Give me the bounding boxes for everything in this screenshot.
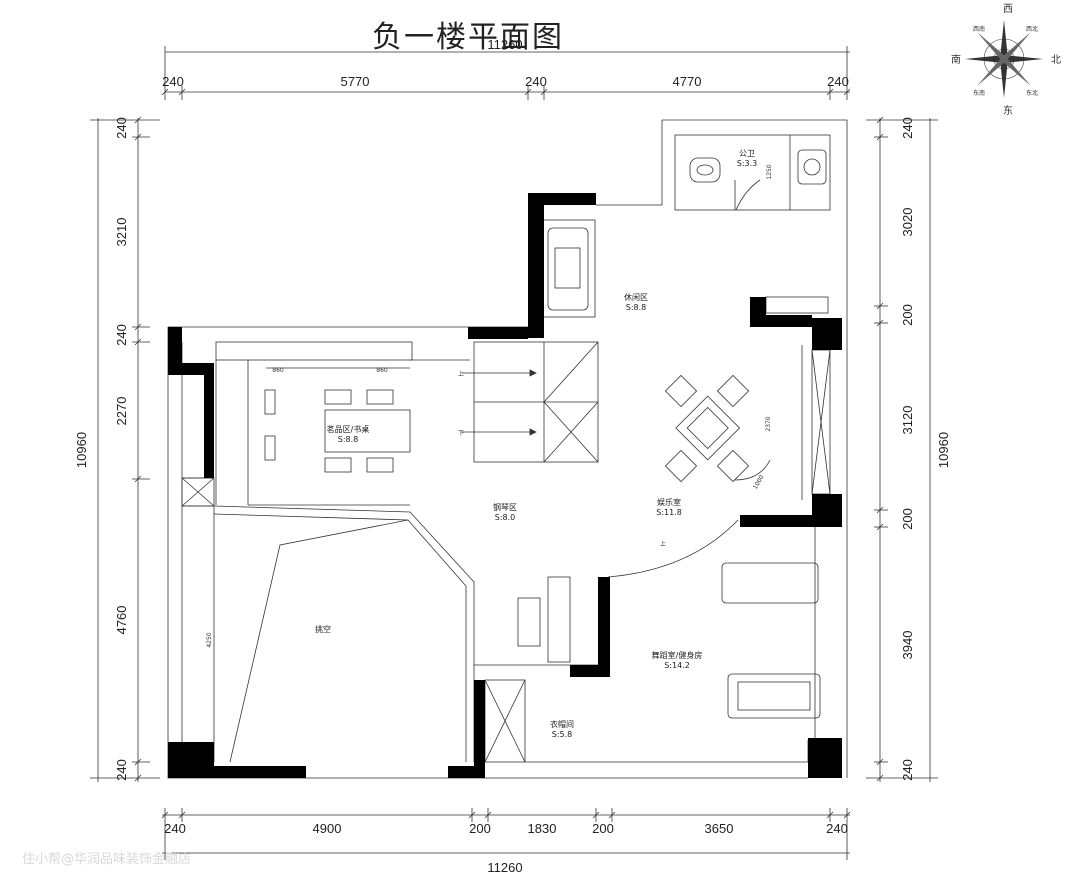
right-dimension-lines — [866, 116, 938, 782]
compass-ne: 东北 — [1026, 89, 1038, 97]
top-dim-2: 5770 — [341, 74, 370, 89]
right-dim-7: 240 — [900, 759, 915, 781]
right-dim-4: 3120 — [900, 406, 915, 435]
storage-height-dim: 4250 — [206, 632, 213, 647]
shelf-dim-2: 860 — [376, 367, 388, 374]
bottom-dim-6: 3650 — [705, 821, 734, 836]
bottom-dim-1: 240 — [164, 821, 186, 836]
right-dim-3: 200 — [900, 304, 915, 326]
compass-s: 南 — [951, 53, 961, 66]
left-dim-4: 2270 — [114, 397, 129, 426]
compass-nw: 西北 — [1026, 25, 1038, 33]
lounge-area: S:8.8 — [626, 303, 647, 312]
storage-name: 挑空 — [315, 624, 331, 634]
ent-height-dim: 2370 — [765, 416, 772, 431]
bath-door-dim: 1250 — [766, 164, 773, 179]
bottom-dim-5: 200 — [592, 821, 614, 836]
top-dim-5: 240 — [827, 74, 849, 89]
stair-arrows — [462, 369, 537, 436]
tea-furniture — [264, 367, 411, 473]
compass-n: 北 — [1051, 54, 1061, 66]
top-dimension-lines — [161, 46, 851, 100]
compass-w: 西 — [1003, 4, 1013, 15]
mahjong-table — [664, 374, 771, 483]
left-dim-2: 3210 — [114, 218, 129, 247]
stair-up-label: 上 — [458, 370, 464, 378]
dance-area: S:14.2 — [664, 661, 690, 670]
bottom-dimension-lines — [161, 808, 851, 860]
compass-sw: 西南 — [973, 25, 985, 33]
watermark: 住小帮@华润品味装饰金融店 — [22, 852, 192, 867]
top-dim-4: 4770 — [673, 74, 702, 89]
solid-walls — [168, 193, 842, 778]
compass-se: 东南 — [973, 89, 985, 97]
compass-rose-icon — [965, 20, 1043, 98]
entertainment-area: S:11.8 — [656, 508, 682, 517]
plan-title: 负一楼平面图 — [372, 20, 564, 55]
left-dim-5: 4760 — [114, 606, 129, 635]
bottom-total-dim: 11260 — [487, 860, 522, 875]
compass-e: 东 — [1003, 104, 1013, 117]
thin-walls — [167, 119, 848, 779]
left-dim-1: 240 — [114, 117, 129, 139]
top-dim-1: 240 — [162, 74, 184, 89]
entertainment-name: 娱乐室 — [657, 497, 681, 507]
shelf-dim-1: 860 — [272, 367, 284, 374]
right-total-dim: 10960 — [936, 432, 951, 468]
top-total-dim: 11260 — [487, 37, 522, 52]
bathroom-area: S:3.3 — [737, 159, 758, 168]
piano-area: S:8.0 — [495, 513, 516, 522]
tea-area: S:8.8 — [338, 435, 359, 444]
left-dim-6: 240 — [114, 759, 129, 781]
left-dim-3: 240 — [114, 324, 129, 346]
right-dim-2: 3020 — [900, 208, 915, 237]
left-total-dim: 10960 — [74, 432, 89, 468]
right-dim-5: 200 — [900, 508, 915, 530]
right-dim-6: 3940 — [900, 631, 915, 660]
bottom-dim-2: 4900 — [313, 821, 342, 836]
door-mark-label: 上 — [660, 540, 666, 548]
left-dimension-lines — [90, 116, 160, 782]
dance-name: 舞蹈室/健身房 — [652, 650, 703, 660]
bottom-dim-3: 200 — [469, 821, 491, 836]
tea-name: 茗品区/书桌 — [327, 424, 370, 434]
cloak-area: S:5.8 — [552, 730, 573, 739]
lounge-name: 休闲区 — [624, 292, 648, 302]
top-dim-3: 240 — [525, 74, 547, 89]
right-dim-1: 240 — [900, 117, 915, 139]
piano-name: 钢琴区 — [493, 502, 517, 512]
bathroom-fixtures — [689, 149, 827, 211]
cloak-name: 衣帽间 — [550, 719, 574, 729]
bottom-dim-7: 240 — [826, 821, 848, 836]
bottom-dim-4: 1830 — [528, 821, 557, 836]
stair-down-label: 下 — [458, 430, 464, 437]
bathroom-name: 公卫 — [739, 149, 755, 158]
